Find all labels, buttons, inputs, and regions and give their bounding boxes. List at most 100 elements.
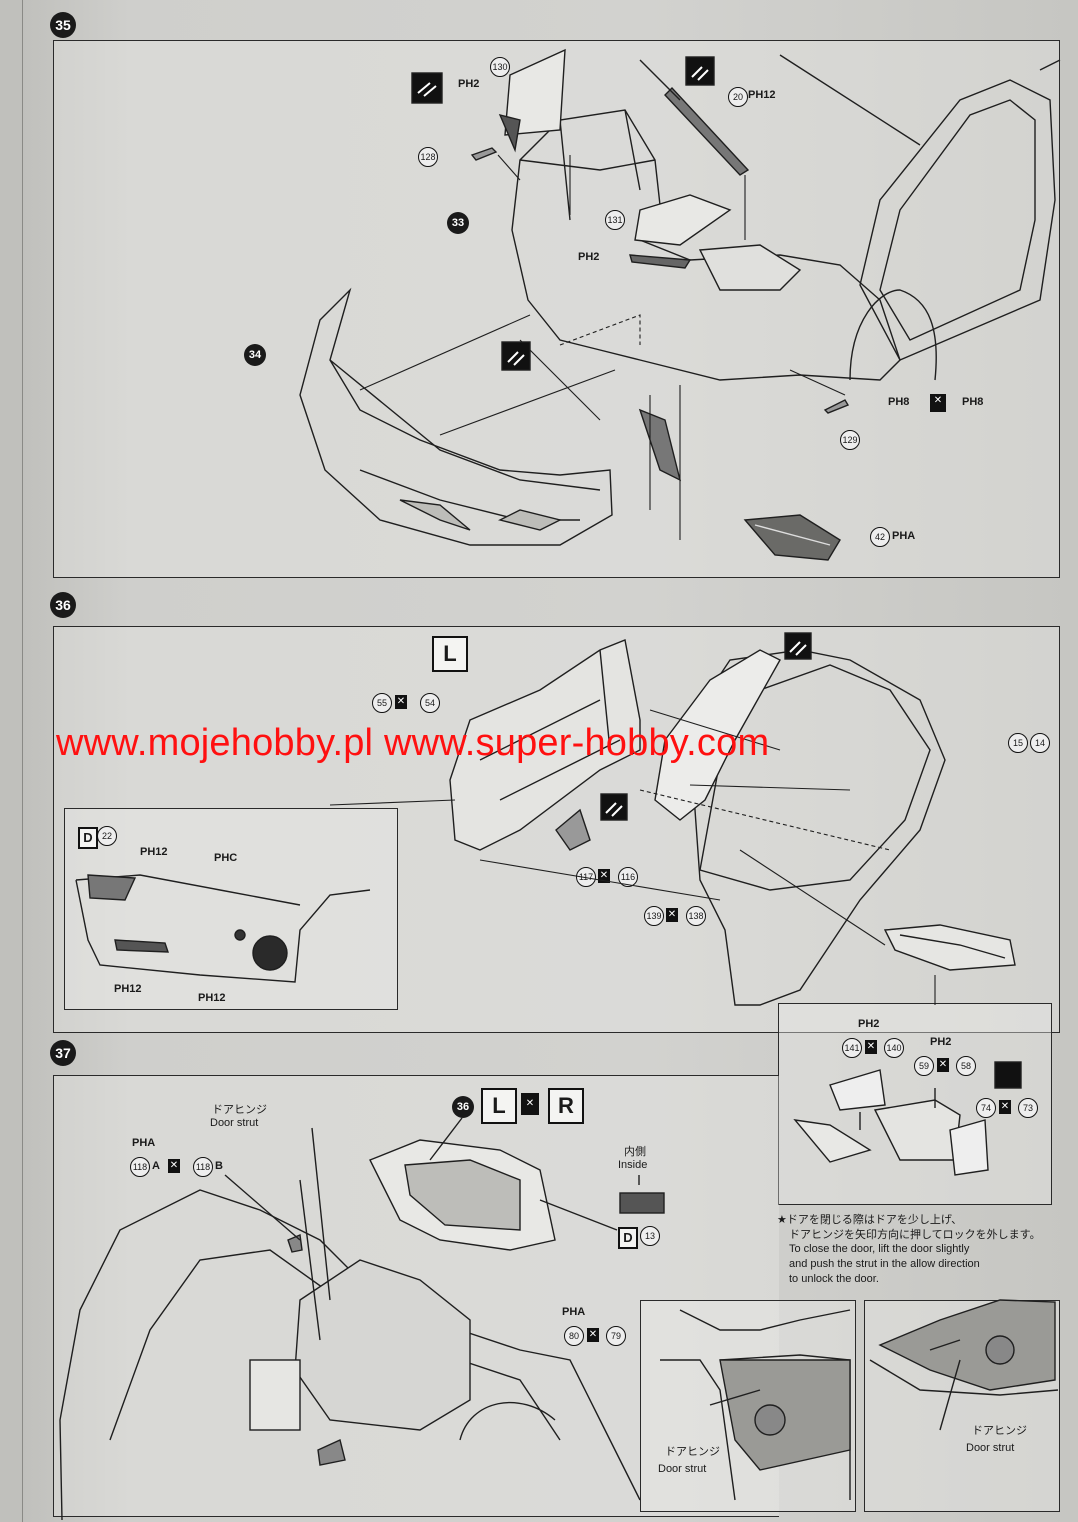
inset-paint-c: PHC [214, 852, 238, 864]
side-label-L-36: L [432, 636, 468, 672]
part-20-label: 20 [728, 87, 748, 107]
part-42-diffuser [743, 514, 841, 561]
inside-decal-sample [619, 1192, 665, 1214]
part-138-label: 138 [686, 906, 706, 926]
step-36-arrows [329, 709, 936, 1005]
part-131-fin [629, 254, 692, 269]
sub-inset-part-c [949, 1119, 989, 1176]
part-128-piece [470, 147, 498, 161]
step-35-arrows [359, 154, 846, 540]
note-jp-2: ドアヒンジを矢印方向に押してロックを外します。 [789, 1228, 1041, 1241]
cement-icon-35-a [411, 72, 443, 104]
part-79-label: 79 [606, 1326, 626, 1346]
part-139-label: 139 [644, 906, 664, 926]
part-20-rod [639, 59, 681, 101]
part-55-label: 55 [372, 693, 392, 713]
inset-paint-bottom-left: PH12 [114, 983, 142, 995]
door-glass-panel [654, 649, 781, 821]
paint-code-42: PHA [892, 530, 916, 542]
sub-paint-1: PH2 [858, 1018, 880, 1030]
part-34-bumper [299, 287, 613, 546]
cement-icon-sub2: ✕ [937, 1058, 949, 1072]
step-37-number: 37 [50, 1040, 76, 1066]
part-73-label: 73 [1018, 1098, 1038, 1118]
part-80-label: 80 [564, 1326, 584, 1346]
inside-label-en: Inside [618, 1159, 648, 1171]
cement-icon-118: ✕ [168, 1159, 180, 1173]
car-body-37 [59, 1189, 641, 1521]
part-131-panel [634, 194, 732, 246]
cement-icon-35-c [501, 341, 531, 371]
sub-inset-part-b [873, 1099, 961, 1161]
part-118a-suffix: A [152, 1160, 160, 1172]
cement-icon-36-a [784, 632, 812, 660]
car-strut-37 [299, 1127, 331, 1341]
inset-right-en: Door strut [966, 1442, 1015, 1454]
door-side-piece [883, 924, 1016, 971]
inset-right-arrow [929, 1339, 961, 1351]
door-hinge-detail-37 [249, 1359, 301, 1431]
paint-code-130: PH2 [458, 78, 480, 90]
paint-code-hinge: PH8 [888, 396, 910, 408]
inset-left-jp: ドアヒンジ [665, 1445, 720, 1458]
inset-paint-bottom-right: PH12 [198, 992, 226, 1004]
door-handle-part [555, 808, 591, 851]
note-en-2: and push the strut in the allow directio… [789, 1258, 980, 1270]
part-118b-suffix: B [215, 1160, 223, 1172]
door-strut-label-en: Door strut [210, 1117, 259, 1129]
part-130-fin [498, 113, 521, 153]
part-140-label: 140 [884, 1038, 904, 1058]
side-label-R-37: R [548, 1088, 584, 1124]
exhaust-piece [638, 408, 682, 482]
leader-118 [224, 1174, 301, 1241]
part-141-label: 141 [842, 1038, 862, 1058]
part-58-label: 58 [956, 1056, 976, 1076]
decal-number-22: 22 [97, 826, 117, 846]
inset-right-jp: ドアヒンジ [972, 1424, 1027, 1437]
part-42-grid [754, 524, 831, 546]
car-door-window-37 [404, 1159, 521, 1231]
bumper-lines [329, 359, 601, 521]
part-118a-label: 118 [130, 1157, 150, 1177]
part-118b-label: 118 [193, 1157, 213, 1177]
cement-icon-36-b [600, 793, 628, 821]
car-door-opening [294, 1259, 471, 1431]
sub-paint-2: PH2 [930, 1036, 952, 1048]
cement-icon-35-b [685, 56, 715, 86]
cement-icon-36a: ✕ [395, 695, 407, 709]
note-en-3: to unlock the door. [789, 1273, 879, 1285]
door-frame-open [859, 79, 1056, 361]
inset-paint-top: PH12 [140, 846, 168, 858]
inset-left-pivot [754, 1404, 786, 1436]
note-jp-1: ★ドアを閉じる際はドアを少し上げ、 [777, 1213, 963, 1226]
door-strut-label-jp: ドアヒンジ [212, 1103, 267, 1116]
inset-right-door [878, 1299, 1056, 1391]
part-129-piece [823, 399, 850, 414]
paint-code-80: PHA [562, 1306, 586, 1318]
step-35-number: 35 [50, 12, 76, 38]
step-36-number: 36 [50, 592, 76, 618]
part-74-label: 74 [976, 1098, 996, 1118]
door-side-piece-lines [899, 934, 1006, 959]
door-inner-panel [449, 639, 641, 851]
door-lock-knob [234, 929, 246, 941]
cement-icon-36c: ✕ [666, 908, 678, 922]
part-20-strut [664, 86, 750, 176]
part-128-label: 128 [418, 147, 438, 167]
sub-inset-part-d [793, 1119, 872, 1163]
part-59-label: 59 [914, 1056, 934, 1076]
part-116-label: 116 [618, 867, 638, 887]
part-131-label: 131 [605, 210, 625, 230]
car-wheel-well [459, 1401, 556, 1441]
rear-deck-lines [519, 109, 656, 221]
door-strut-lines [779, 54, 1061, 146]
leader-36 [429, 1117, 463, 1161]
note-en-1: To close the door, lift the door slightl… [789, 1243, 970, 1255]
paint-code-hinge-b: PH8 [962, 396, 984, 408]
door-strut-piece-37 [287, 1234, 303, 1253]
part-14-label: 14 [1030, 733, 1050, 753]
part-117-label: 117 [576, 867, 596, 887]
part-130-panel [504, 48, 566, 136]
side-label-L-37: L [481, 1088, 517, 1124]
